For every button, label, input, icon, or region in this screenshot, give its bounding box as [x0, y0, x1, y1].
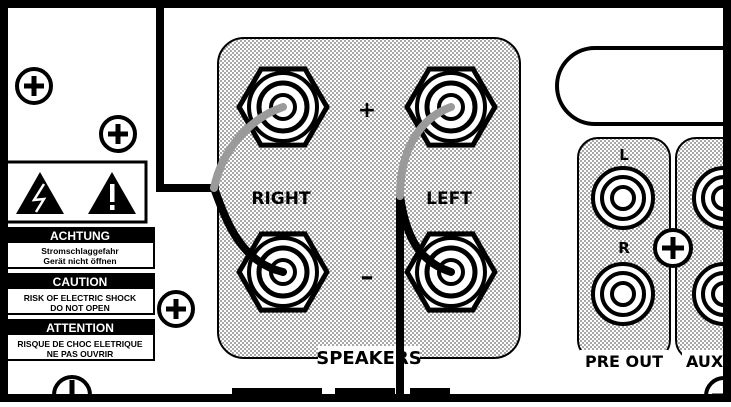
attention-line-2: NE PAS OUVRIR [47, 349, 113, 359]
plus-sign-label: + [358, 98, 376, 123]
caution-line-2: DO NOT OPEN [50, 303, 110, 313]
caution-line-1: RISK OF ELECTRIC SHOCK [24, 293, 137, 303]
achtung-line-1: Stromschlaggefahr [41, 246, 119, 256]
pre-out-section-label: PRE OUT [585, 352, 663, 371]
achtung-line-2: Gerät nicht öffnen [43, 256, 116, 266]
warning-label-panel: ACHTUNG Stromschlaggefahr Gerät nicht öf… [6, 160, 155, 361]
attention-title: ATTENTION [46, 321, 114, 335]
caution-title: CAUTION [53, 275, 108, 289]
pre-out-r-jack [591, 262, 655, 326]
attention-line-1: RISQUE DE CHOC ELETRIQUE [17, 339, 142, 349]
top-right-housing [555, 46, 725, 126]
screw-icon [157, 290, 195, 328]
exclamation-warning-icon [88, 172, 136, 214]
cut-off-bottom-text [232, 388, 450, 396]
achtung-title: ACHTUNG [50, 229, 110, 243]
pre-out-l-label: L [619, 146, 629, 164]
speakers-label-bg [318, 346, 420, 368]
screw-icon [15, 67, 53, 105]
speakers-section-label: SPEAKERS [316, 348, 421, 369]
right-speaker-cable [156, 6, 287, 276]
pre-out-label-bg [580, 350, 668, 372]
aux-section-label: AUX [686, 352, 724, 371]
minus-sign-label: – [361, 262, 374, 292]
pre-out-r-label: R [618, 239, 630, 257]
high-voltage-warning-icon [16, 172, 64, 214]
right-channel-label: RIGHT [251, 189, 311, 209]
aux-label-bg [682, 350, 725, 372]
pre-out-l-jack [591, 166, 655, 230]
left-channel-label: LEFT [426, 189, 472, 209]
left-speaker-cable [396, 103, 455, 396]
screw-icon [653, 228, 693, 268]
screw-icon [99, 115, 137, 153]
